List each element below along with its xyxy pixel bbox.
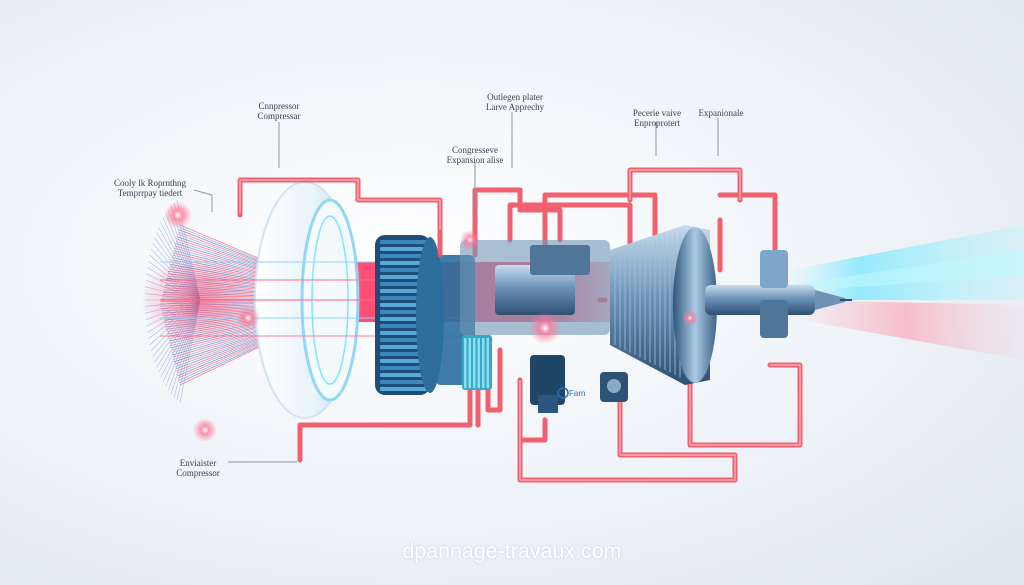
- label-line: Cnnpressor: [258, 101, 300, 111]
- label-line: Enproprotert: [634, 118, 680, 128]
- label-line: Temprrpay tiedert: [117, 188, 183, 198]
- label-line: Compressar: [257, 111, 301, 121]
- condenser-turbine: [610, 225, 852, 385]
- label-line: Outlegen plater: [487, 92, 543, 102]
- label-line: Expanionale: [698, 108, 744, 118]
- label-cooling-temp: Cooly lk Roprnthng Temprrpay tiedert: [100, 178, 200, 198]
- label-outlet-valve: Outlegen plater Larve Apprechy: [470, 92, 560, 112]
- label-line: Larve Apprechy: [485, 102, 545, 112]
- fan-tag: Farn: [557, 387, 585, 399]
- label-pressure-valve: Pecerie vaive Enproprotert: [624, 108, 690, 128]
- highlight-sparks: [164, 201, 698, 442]
- label-compressor-top: Cnnpressor Compressar: [244, 101, 314, 121]
- label-line: Enviaister: [179, 458, 217, 468]
- label-compressive-valve: Congresseve Expansion alise: [435, 145, 515, 165]
- fan-tag-text: Farn: [569, 389, 585, 398]
- pipe-highlights: [239, 169, 801, 481]
- label-line: Compressor: [176, 468, 220, 478]
- label-evaporator: Enviaister Compressor: [162, 458, 234, 478]
- label-line: Pecerie vaive: [632, 108, 682, 118]
- label-leaders: [193, 112, 719, 463]
- label-line: Cooly lk Roprnthng: [113, 178, 186, 188]
- label-line: Expansion alise: [446, 155, 504, 165]
- label-line: Congresseve: [452, 145, 498, 155]
- label-expansion-right: Expanionale: [690, 108, 752, 118]
- watermark: dpannage-travaux.com: [402, 540, 622, 563]
- cold-air-beam: [790, 225, 1024, 360]
- expansion-valve-block: [460, 240, 628, 413]
